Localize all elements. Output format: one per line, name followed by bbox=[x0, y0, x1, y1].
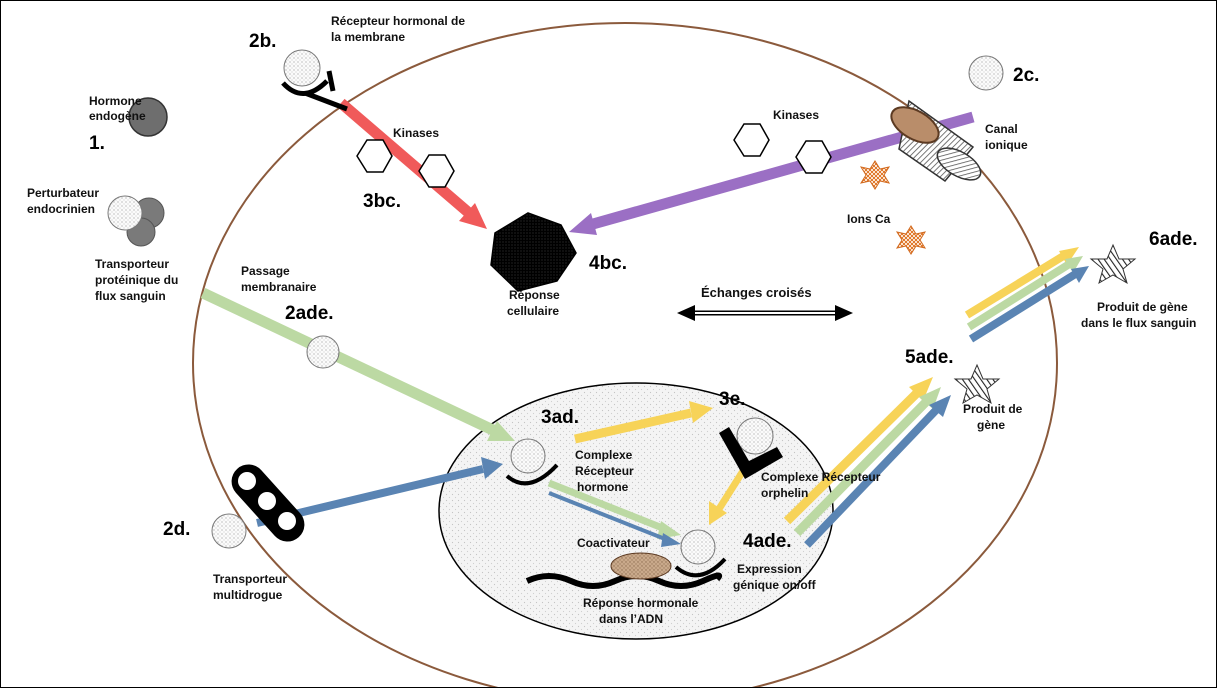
label-orphelin-2: orphelin bbox=[761, 486, 808, 500]
label-passage-2: membranaire bbox=[241, 280, 317, 294]
label-expression-2: génique on/off bbox=[733, 578, 817, 592]
label-transporteur-proteique-1: Transporteur bbox=[95, 257, 169, 271]
label-recepteur-membrane-2: la membrane bbox=[331, 30, 405, 44]
label-recepteur-membrane-1: Récepteur hormonal de bbox=[331, 14, 465, 28]
label-complexe-3: hormone bbox=[577, 480, 629, 494]
nucleus-internal-arrows bbox=[547, 479, 681, 547]
label-canal-1: Canal bbox=[985, 122, 1018, 136]
step-1: 1. bbox=[89, 133, 105, 154]
label-transporteur-proteique-2: protéinique du bbox=[95, 273, 178, 287]
step-4ade: 4ade. bbox=[743, 531, 792, 552]
gene-expression-receptor-icon bbox=[674, 529, 727, 578]
membrane-passage-particle-icon bbox=[306, 335, 340, 369]
triple-arrow-4ade-5ade bbox=[783, 377, 951, 548]
label-coactivateur: Coactivateur bbox=[577, 536, 650, 550]
triple-arrow-5ade-6ade bbox=[964, 247, 1089, 343]
receptor-hormone-complex-icon bbox=[505, 438, 559, 486]
label-reponse-cellulaire-1: Réponse bbox=[509, 288, 560, 302]
label-produit-flux-2: dans le flux sanguin bbox=[1081, 316, 1196, 330]
yellow-arrow-3e-4ade bbox=[709, 469, 746, 525]
coactivator-icon bbox=[610, 552, 672, 580]
step-3bc: 3bc. bbox=[363, 191, 401, 212]
membrane-receptor-icon bbox=[281, 49, 348, 112]
step-2c: 2c. bbox=[1013, 65, 1039, 86]
label-produit-flux-1: Produit de gène bbox=[1097, 300, 1188, 314]
label-canal-2: ionique bbox=[985, 138, 1028, 152]
step-2ade: 2ade. bbox=[285, 303, 334, 324]
hormone-2c-icon bbox=[968, 55, 1004, 91]
multidrug-transporter-icon bbox=[231, 464, 305, 542]
orphan-receptor-icon bbox=[719, 417, 783, 479]
label-reponse-adn-2: dans l’ADN bbox=[599, 612, 663, 626]
step-6ade: 6ade. bbox=[1149, 229, 1198, 250]
label-orphelin-1: Complexe Récepteur bbox=[761, 470, 881, 484]
step-5ade: 5ade. bbox=[905, 347, 954, 368]
step-3ad: 3ad. bbox=[541, 407, 579, 428]
label-reponse-adn-1: Réponse hormonale bbox=[583, 596, 699, 610]
label-kinases-left: Kinases bbox=[393, 126, 439, 140]
gene-product-bloodstream-icon bbox=[1089, 243, 1137, 285]
label-complexe-2: Récepteur bbox=[575, 464, 634, 478]
calcium-ion-icons bbox=[859, 160, 927, 255]
label-reponse-cellulaire-2: cellulaire bbox=[507, 304, 559, 318]
label-expression-1: Expression bbox=[737, 562, 802, 576]
label-passage-1: Passage bbox=[241, 264, 290, 278]
label-hormone-endogene-1: Hormone bbox=[89, 94, 142, 108]
label-echanges-croises: Échanges croisés bbox=[701, 285, 812, 300]
label-multidrogue-2: multidrogue bbox=[213, 588, 283, 602]
label-produit-gene-1: Produit de bbox=[963, 402, 1023, 416]
endocrine-disruptor-icon bbox=[107, 195, 165, 247]
hormone-2d-icon bbox=[211, 513, 247, 549]
gene-product-icon bbox=[953, 363, 1001, 405]
label-perturbateur-1: Perturbateur bbox=[27, 186, 99, 200]
step-4bc: 4bc. bbox=[589, 253, 627, 274]
step-2d: 2d. bbox=[163, 519, 190, 540]
kinase-icons bbox=[356, 123, 832, 188]
label-perturbateur-2: endocrinien bbox=[27, 202, 95, 216]
cross-exchange-arrow bbox=[677, 305, 853, 321]
cell-membrane bbox=[192, 22, 1058, 687]
step-2b: 2b. bbox=[249, 31, 276, 52]
yellow-arrow-3ad-3e bbox=[574, 401, 713, 444]
label-kinases-right: Kinases bbox=[773, 108, 819, 122]
green-transport-arrow bbox=[200, 288, 515, 441]
label-complexe-1: Complexe bbox=[575, 448, 633, 462]
label-produit-gene-2: gène bbox=[977, 418, 1005, 432]
label-transporteur-proteique-3: flux sanguin bbox=[95, 289, 166, 303]
step-3e: 3e. bbox=[719, 389, 745, 410]
red-signal-arrow bbox=[337, 98, 487, 229]
endogenous-hormone-icon bbox=[128, 97, 168, 137]
label-ions-ca: Ions Ca bbox=[847, 212, 891, 226]
label-multidrogue-1: Transporteur bbox=[213, 572, 287, 586]
cellular-response-icon bbox=[490, 212, 577, 292]
label-hormone-endogene-2: endogène bbox=[89, 109, 146, 123]
ion-channel-icon bbox=[890, 99, 982, 183]
